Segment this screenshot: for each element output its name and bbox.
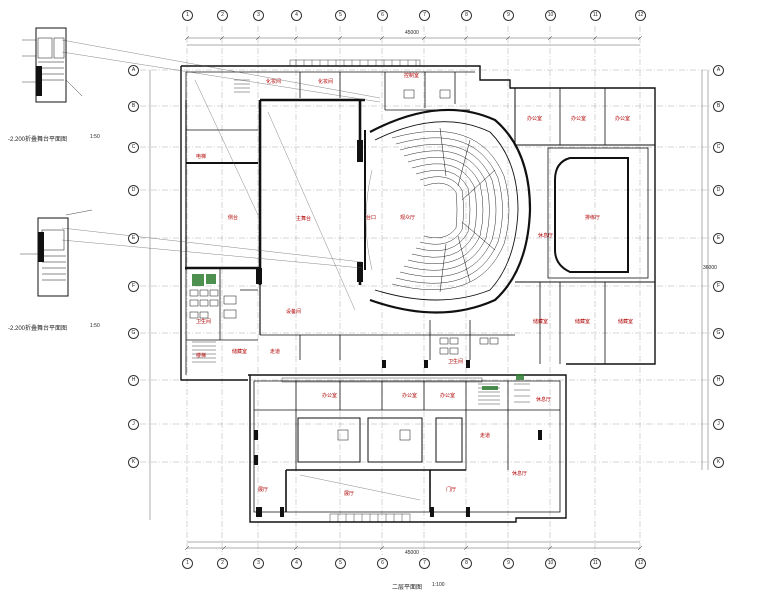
- axis-label-left: F: [128, 281, 139, 292]
- room-label: 休息厅: [538, 233, 554, 239]
- room-label: 休息厅: [536, 397, 552, 403]
- axis-label-bottom: 12: [635, 558, 646, 569]
- room-label: 侧台: [228, 215, 239, 221]
- room-label: 储藏室: [533, 319, 549, 325]
- room-label: 办公室: [527, 116, 543, 122]
- axis-label-right: C: [713, 142, 724, 153]
- room-label: 储藏室: [232, 349, 248, 355]
- axis-label-top: 7: [419, 10, 430, 21]
- axis-label-right: G: [713, 328, 724, 339]
- room-label: 台口: [366, 215, 377, 221]
- axis-label-top: 9: [503, 10, 514, 21]
- axis-label-top: 3: [253, 10, 264, 21]
- detail-bottom-scale: 1:50: [90, 323, 100, 329]
- room-label: 化妆间: [318, 79, 334, 85]
- axis-label-top: 2: [217, 10, 228, 21]
- axis-label-left: E: [128, 233, 139, 244]
- plan-scale: 1:100: [432, 582, 445, 588]
- axis-label-top: 5: [335, 10, 346, 21]
- plan-title: 二层平面图: [392, 585, 423, 591]
- axis-label-top: 1: [182, 10, 193, 21]
- axis-label-top: 6: [377, 10, 388, 21]
- axis-label-left: K: [128, 457, 139, 468]
- axis-label-right: D: [713, 185, 724, 196]
- room-label: 办公室: [571, 116, 587, 122]
- axis-label-right: A: [713, 65, 724, 76]
- room-label: 办公室: [402, 393, 418, 399]
- axis-label-right: E: [713, 233, 724, 244]
- axis-label-top: 10: [545, 10, 556, 21]
- axis-label-bottom: 11: [590, 558, 601, 569]
- room-label: 办公室: [440, 393, 456, 399]
- columns: [254, 140, 542, 517]
- axis-label-top: 4: [291, 10, 302, 21]
- room-label: 展厅: [258, 487, 269, 493]
- axis-label-right: J: [713, 419, 724, 430]
- axis-label-top: 8: [461, 10, 472, 21]
- detail-bottom-title: -2.200折叠舞台平面图: [8, 326, 68, 332]
- axis-label-top: 12: [635, 10, 646, 21]
- building-walls: [180, 65, 656, 523]
- seat-aisles: [439, 127, 496, 293]
- axis-label-bottom: 3: [253, 558, 264, 569]
- axis-label-left: G: [128, 328, 139, 339]
- room-label: 控制室: [404, 73, 420, 79]
- dimension-overall-side: 36000: [703, 265, 717, 271]
- axis-label-left: A: [128, 65, 139, 76]
- axis-label-bottom: 5: [335, 558, 346, 569]
- axis-label-right: H: [713, 375, 724, 386]
- room-label: 办公室: [322, 393, 338, 399]
- axis-label-left: H: [128, 375, 139, 386]
- axis-label-right: B: [713, 101, 724, 112]
- stairs: [192, 79, 530, 405]
- detail-plan-top: [22, 27, 83, 103]
- dimension-ticks: [184, 35, 643, 551]
- room-label: 储藏室: [575, 319, 591, 325]
- room-label: 储藏室: [618, 319, 634, 325]
- axis-label-left: B: [128, 101, 139, 112]
- green-zones: [192, 274, 524, 390]
- room-label: 卫生间: [448, 359, 464, 365]
- fixtures: [189, 89, 499, 441]
- axis-label-top: 11: [590, 10, 601, 21]
- detail-plan-bottom: [20, 209, 93, 297]
- detail-top-scale: 1:50: [90, 134, 100, 140]
- hatch-strips: [281, 59, 483, 523]
- dimension-overall-top: 45000: [405, 30, 419, 36]
- room-label: 电梯: [196, 154, 207, 160]
- room-label: 门厅: [446, 487, 457, 493]
- axis-label-bottom: 2: [217, 558, 228, 569]
- room-label: 设备间: [286, 309, 302, 315]
- axis-label-bottom: 4: [291, 558, 302, 569]
- leader-lines: [61, 39, 421, 501]
- axis-label-bottom: 6: [377, 558, 388, 569]
- room-label: 排练厅: [585, 215, 601, 221]
- axis-label-bottom: 9: [503, 558, 514, 569]
- axis-label-left: D: [128, 185, 139, 196]
- room-label: 化妆间: [266, 79, 282, 85]
- room-label: 主舞台: [296, 216, 312, 222]
- axis-label-bottom: 10: [545, 558, 556, 569]
- axis-label-right: F: [713, 281, 724, 292]
- dimension-lines: [149, 37, 709, 549]
- room-label: 办公室: [615, 116, 631, 122]
- dimension-overall-bottom: 45000: [405, 550, 419, 556]
- room-label: 走道: [270, 349, 281, 355]
- room-label: 卫生间: [196, 319, 212, 325]
- room-label: 休息厅: [512, 471, 528, 477]
- audience-seating: [391, 131, 510, 290]
- axis-label-right: K: [713, 457, 724, 468]
- axis-label-bottom: 1: [182, 558, 193, 569]
- room-label: 观众厅: [400, 215, 416, 221]
- axis-label-left: J: [128, 419, 139, 430]
- room-label: 走道: [480, 433, 491, 439]
- axis-label-left: C: [128, 142, 139, 153]
- room-label: 楼梯: [196, 353, 207, 359]
- axis-label-bottom: 7: [419, 558, 430, 569]
- room-label: 展厅: [344, 491, 355, 497]
- axis-label-bottom: 8: [461, 558, 472, 569]
- axis-grid: [140, 26, 712, 555]
- detail-top-title: -2.200折叠舞台平面图: [8, 137, 68, 143]
